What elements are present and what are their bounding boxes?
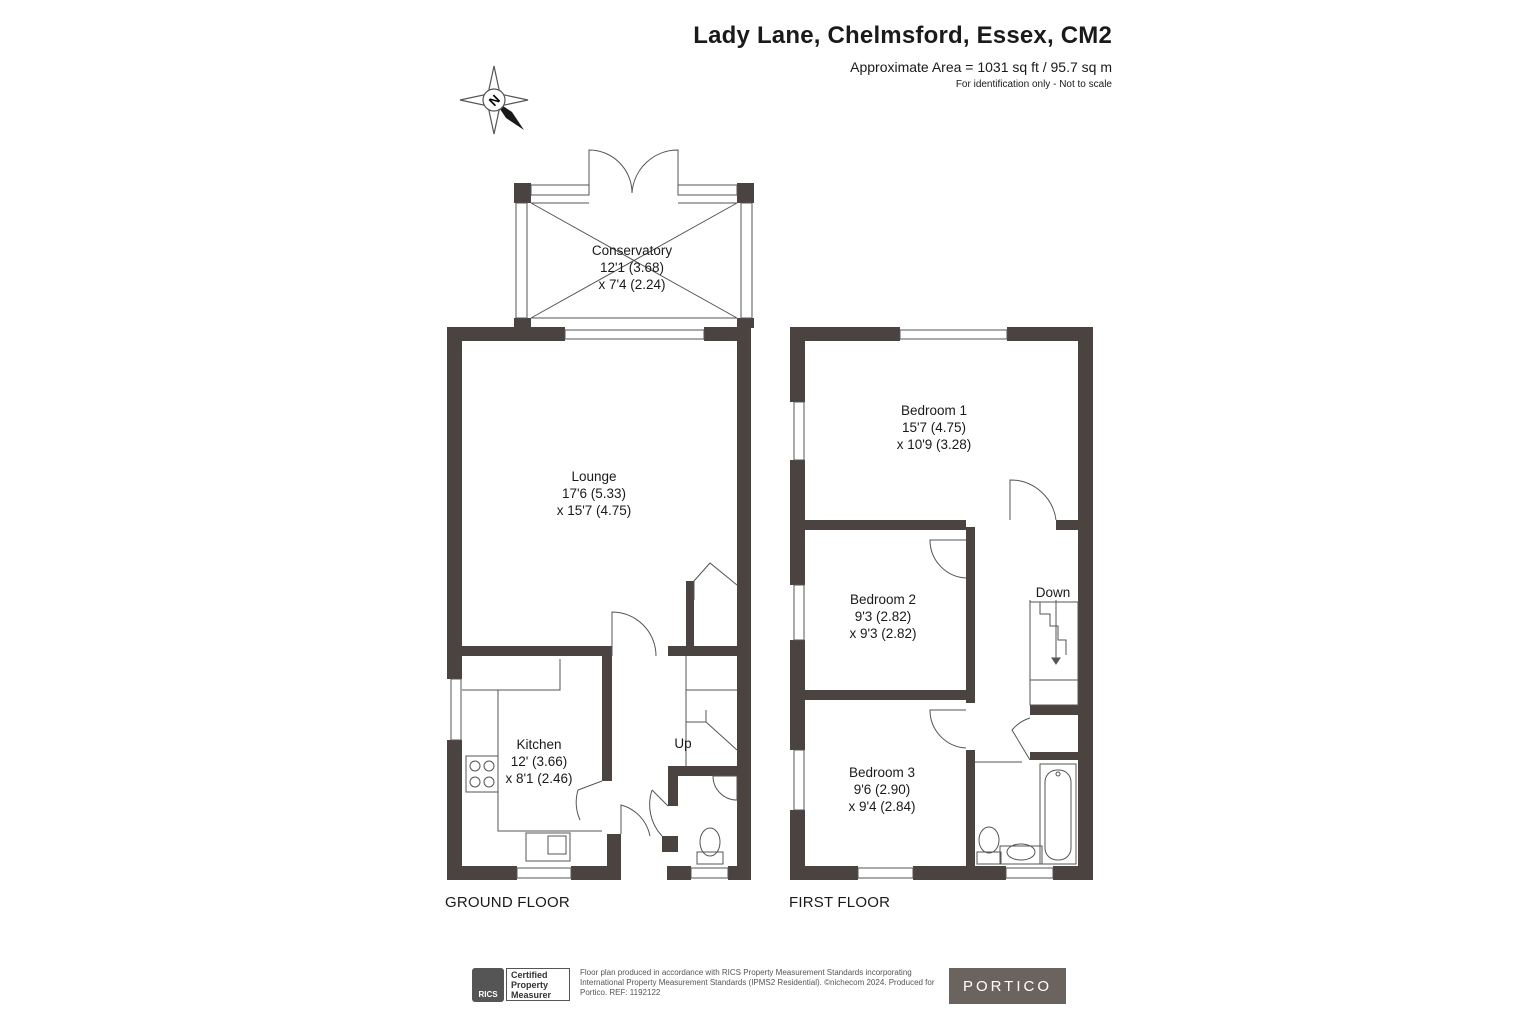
room-dimension: 17'6 (5.33) bbox=[562, 486, 626, 501]
room-dimension: x 9'4 (2.84) bbox=[848, 799, 915, 814]
plan-title: Lady Lane, Chelmsford, Essex, CM2 bbox=[693, 22, 1112, 49]
room-dimension: x 15'7 (4.75) bbox=[557, 503, 632, 518]
room-name: Conservatory bbox=[592, 243, 673, 258]
room-dimension: x 7'4 (2.24) bbox=[598, 277, 665, 292]
room-dimension: 12'1 (3.68) bbox=[600, 260, 664, 275]
room-dimension: 9'3 (2.82) bbox=[855, 609, 912, 624]
ground-floor-label: GROUND FLOOR bbox=[445, 894, 570, 911]
ground-floor-fittings bbox=[450, 149, 753, 879]
compass-icon: N bbox=[459, 65, 529, 135]
room-label-lounge: Lounge 17'6 (5.33) x 15'7 (4.75) bbox=[557, 469, 632, 518]
room-dimension: 12' (3.66) bbox=[511, 754, 568, 769]
room-name: Lounge bbox=[571, 469, 616, 484]
first-floor-label: FIRST FLOOR bbox=[789, 894, 891, 911]
rics-logo: RICS bbox=[472, 968, 504, 1002]
first-floor-walls bbox=[790, 327, 1093, 880]
rics-certified-badge: Certified Property Measurer bbox=[506, 968, 570, 1001]
room-dimension: 15'7 (4.75) bbox=[902, 420, 966, 435]
rics-logo-text: RICS bbox=[478, 990, 498, 999]
room-label-conservatory: Conservatory 12'1 (3.68) x 7'4 (2.24) bbox=[592, 243, 673, 292]
room-label-bedroom-3: Bedroom 3 9'6 (2.90) x 9'4 (2.84) bbox=[848, 765, 915, 814]
room-label-kitchen: Kitchen 12' (3.66) x 8'1 (2.46) bbox=[505, 737, 572, 786]
room-label-bedroom-1: Bedroom 1 15'7 (4.75) x 10'9 (3.28) bbox=[897, 403, 972, 452]
room-name: Bedroom 3 bbox=[849, 765, 915, 780]
rics-badge-line: Measurer bbox=[511, 990, 552, 1000]
scale-note: For identification only - Not to scale bbox=[955, 79, 1112, 90]
room-dimension: x 8'1 (2.46) bbox=[505, 771, 572, 786]
room-name: Bedroom 2 bbox=[850, 592, 916, 607]
room-label-bedroom-2: Bedroom 2 9'3 (2.82) x 9'3 (2.82) bbox=[849, 592, 916, 641]
room-name: Bedroom 1 bbox=[901, 403, 967, 418]
stairs-up-label: Up bbox=[674, 736, 691, 751]
rics-badge-line: Property bbox=[511, 980, 549, 990]
ground-floor-walls bbox=[447, 183, 754, 880]
room-dimension: x 10'9 (3.28) bbox=[897, 437, 972, 452]
rics-badge-line: Certified bbox=[511, 970, 548, 980]
portico-brand-logo: PORTICO bbox=[949, 968, 1066, 1004]
first-floor-fittings bbox=[793, 329, 1079, 879]
footer-disclaimer: Floor plan produced in accordance with R… bbox=[580, 968, 935, 997]
room-dimension: 9'6 (2.90) bbox=[854, 782, 911, 797]
stairs-down-label: Down bbox=[1036, 585, 1071, 600]
room-dimension: x 9'3 (2.82) bbox=[849, 626, 916, 641]
room-name: Kitchen bbox=[516, 737, 561, 752]
approximate-area: Approximate Area = 1031 sq ft / 95.7 sq … bbox=[850, 59, 1112, 75]
